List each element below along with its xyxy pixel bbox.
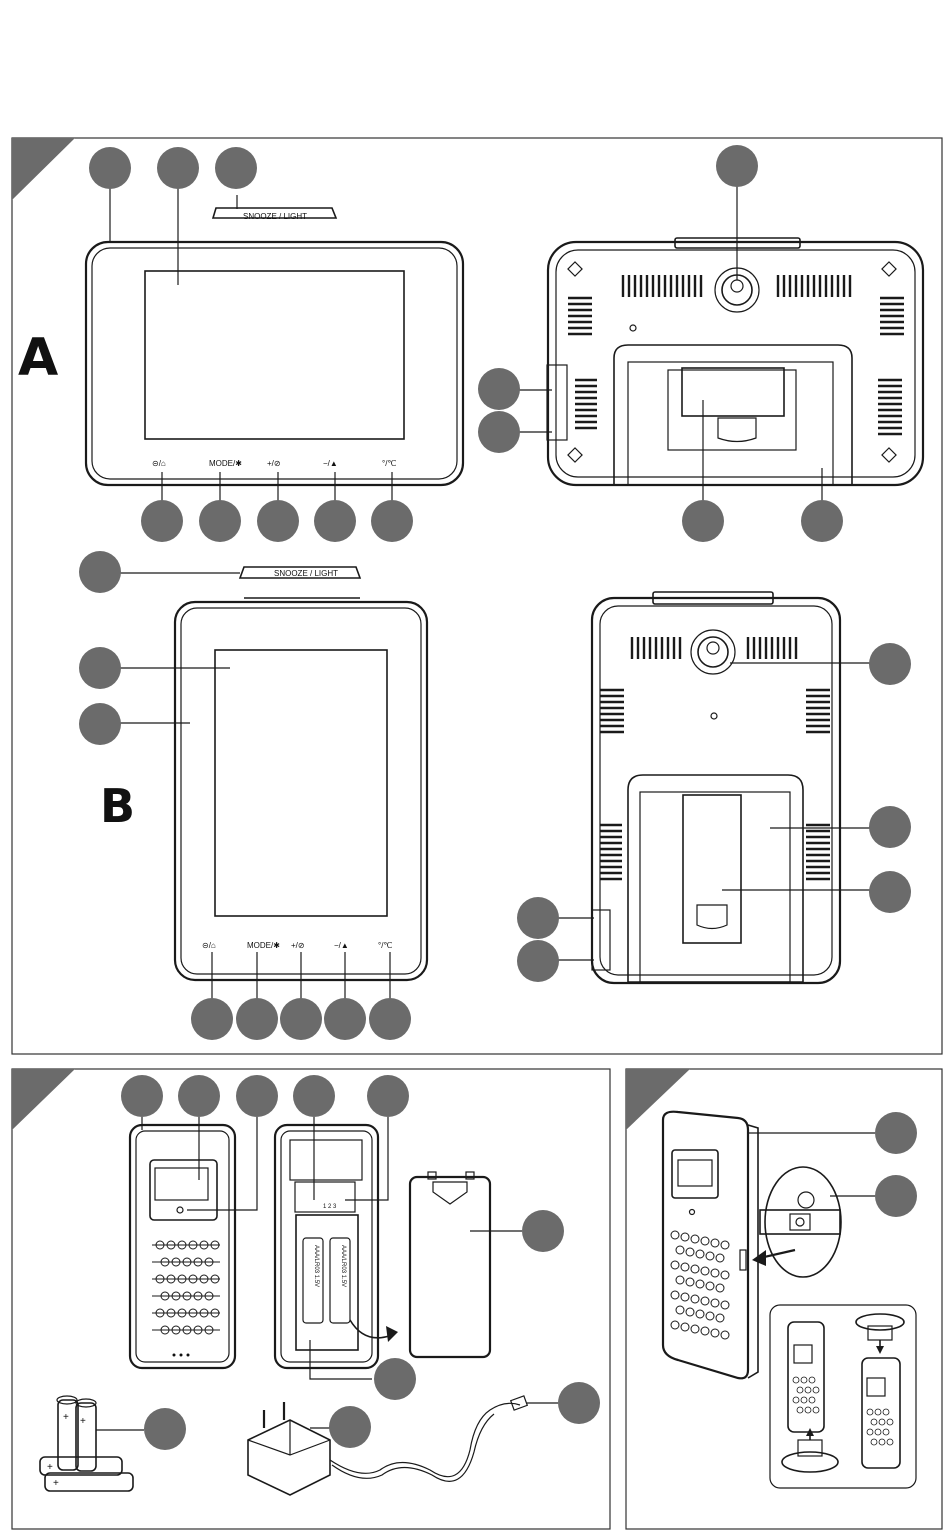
callout-26 — [517, 940, 559, 982]
callout-22 — [869, 643, 911, 685]
callout-35 — [329, 1406, 371, 1448]
callout-37 — [875, 1112, 917, 1154]
power-adapter — [248, 1396, 527, 1495]
hex-grid-mount — [671, 1231, 729, 1339]
button-label-1-b: ⊝/⌂ — [202, 941, 216, 950]
outdoor-sensor-back: 1 2 3 AAA/LR03 1.5V AAA/LR03 1.5V — [275, 1125, 378, 1368]
callout-17 — [191, 998, 233, 1040]
callout-34 — [144, 1408, 186, 1450]
svg-text:+: + — [63, 1412, 69, 1423]
callout-18 — [236, 998, 278, 1040]
vent-slots-b — [600, 637, 830, 879]
display-back-landscape — [547, 238, 923, 485]
callout-2 — [157, 147, 199, 189]
callout-8 — [371, 500, 413, 542]
button-labels-a: ⊝/⌂ MODE/✱ +/⊘ −/▲ °/℃ — [152, 459, 396, 468]
panel-a-letter: A — [18, 328, 58, 388]
callout-32 — [522, 1210, 564, 1252]
callout-13 — [801, 500, 843, 542]
snooze-light-label-b: SNOOZE / LIGHT — [274, 569, 338, 578]
corner-triangle-bottom-left — [12, 1069, 75, 1130]
callout-30 — [293, 1075, 335, 1117]
batteries: + + + + — [40, 1396, 133, 1491]
callout-25 — [517, 897, 559, 939]
callout-24 — [869, 871, 911, 913]
callout-10 — [478, 368, 520, 410]
button-label-2-a: MODE/✱ — [209, 459, 242, 468]
battery-label-2: AAA/LR03 1.5V — [340, 1245, 346, 1287]
button-labels-b: ⊝/⌂ MODE/✱ +/⊘ −/▲ °/℃ — [202, 941, 392, 950]
vent-slots-a — [568, 275, 904, 434]
callout-38 — [875, 1175, 917, 1217]
callout-16 — [79, 703, 121, 745]
button-label-1-a: ⊝/⌂ — [152, 459, 166, 468]
callout-9 — [716, 145, 758, 187]
button-label-4-a: −/▲ — [323, 459, 338, 468]
wall-mount-plate — [760, 1167, 841, 1277]
outdoor-sensor-wall-mount — [663, 1112, 758, 1379]
outdoor-sensor-front — [130, 1125, 235, 1368]
mounting-inset — [770, 1305, 916, 1488]
display-front-portrait: SNOOZE / LIGHT — [175, 567, 427, 980]
button-label-3-a: +/⊘ — [267, 459, 281, 468]
display-front-landscape: SNOOZE / LIGHT — [86, 195, 463, 485]
button-label-5-b: °/℃ — [378, 941, 392, 950]
svg-text:+: + — [47, 1462, 53, 1473]
callout-28 — [178, 1075, 220, 1117]
callout-7 — [314, 500, 356, 542]
svg-text:+: + — [53, 1478, 59, 1489]
callout-27 — [121, 1075, 163, 1117]
battery-cover — [410, 1172, 490, 1357]
callout-23 — [869, 806, 911, 848]
button-label-3-b: +/⊘ — [291, 941, 305, 950]
callout-31 — [367, 1075, 409, 1117]
button-label-2-b: MODE/✱ — [247, 941, 280, 950]
snooze-light-label-a: SNOOZE / LIGHT — [243, 212, 307, 221]
callout-15 — [79, 647, 121, 689]
callout-33 — [374, 1358, 416, 1400]
callout-1 — [89, 147, 131, 189]
bottom-left-frame — [12, 1069, 610, 1529]
hex-grid-front — [156, 1241, 219, 1334]
callout-14 — [79, 551, 121, 593]
callout-6 — [257, 500, 299, 542]
callout-36 — [558, 1382, 600, 1424]
callout-19 — [280, 998, 322, 1040]
callout-29 — [236, 1075, 278, 1117]
button-label-4-b: −/▲ — [334, 941, 349, 950]
callout-21 — [369, 998, 411, 1040]
svg-text:+: + — [80, 1416, 86, 1427]
callout-20 — [324, 998, 366, 1040]
callout-3 — [215, 147, 257, 189]
display-back-portrait — [592, 592, 840, 983]
callout-11 — [478, 411, 520, 453]
callout-12 — [682, 500, 724, 542]
panel-b-letter: B — [100, 779, 135, 833]
channel-labels: 1 2 3 — [323, 1204, 337, 1210]
battery-label-1: AAA/LR03 1.5V — [313, 1245, 319, 1287]
corner-triangle-bottom-right — [626, 1069, 690, 1130]
corner-triangle-top — [12, 138, 75, 200]
callout-5 — [199, 500, 241, 542]
button-label-5-a: °/℃ — [382, 459, 396, 468]
callout-4 — [141, 500, 183, 542]
